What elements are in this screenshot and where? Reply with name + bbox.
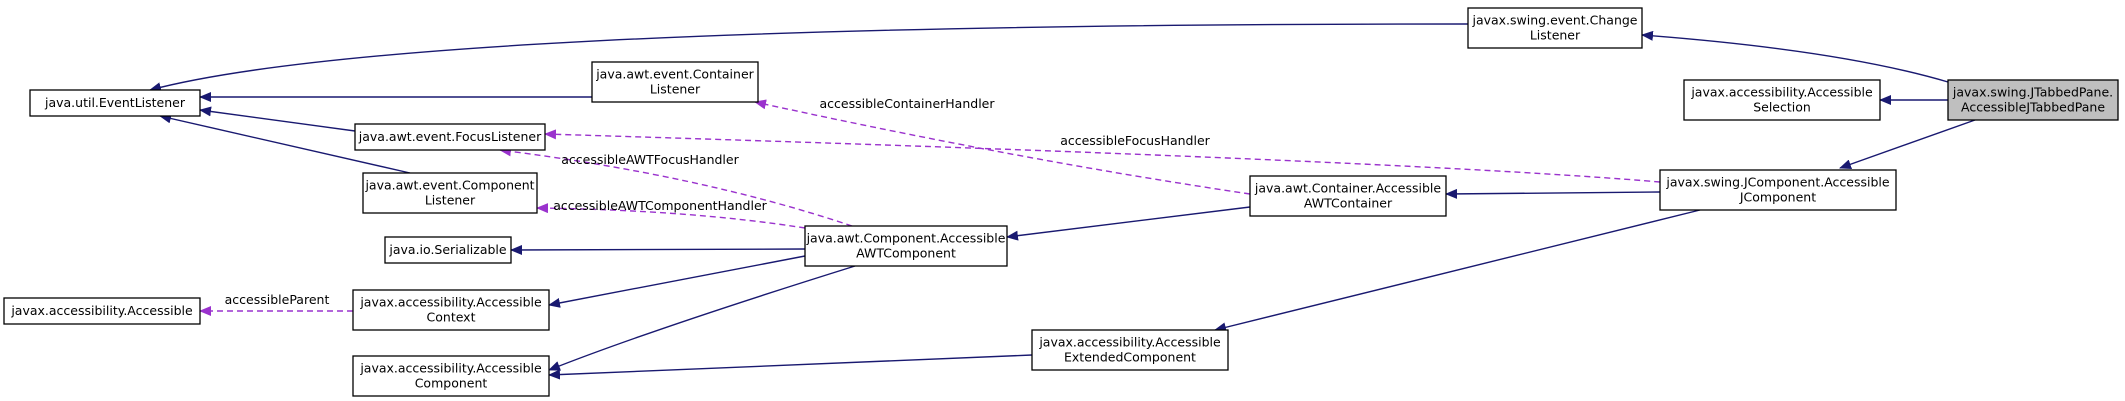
- edge-focuslistener-to-eventlistener: [199, 106, 356, 132]
- class-node-label-awtcontainer-1: AWTContainer: [1304, 196, 1393, 211]
- edge-label-accessibleContainerHandler: accessibleContainerHandler: [820, 96, 996, 111]
- class-node-label-serializable-0: java.io.Serializable: [388, 242, 507, 257]
- class-node-label-extendedcomponent-0: javax.accessibility.Accessible: [1038, 335, 1221, 350]
- edge-awtcomponent-to-componentlistener: [536, 203, 806, 229]
- class-node-box-accessiblecontext: [352, 289, 550, 331]
- class-node-label-accessiblecontext-0: javax.accessibility.Accessible: [359, 295, 542, 310]
- class-node-label-changelistener-1: Listener: [1530, 28, 1581, 43]
- class-node-box-changelistener: [1467, 7, 1643, 49]
- class-node-label-containerlistener-1: Listener: [650, 82, 701, 97]
- edge-componentlistener-to-eventlistener: [159, 113, 411, 174]
- edge-extendedcomponent-to-accessiblecomponent: [548, 354, 1033, 380]
- class-node-label-componentlistener-1: Listener: [425, 193, 476, 208]
- class-node-label-changelistener-0: javax.swing.event.Change: [1471, 13, 1637, 28]
- nodes-layer: javax.swing.JTabbedPane.AccessibleJTabbe…: [3, 7, 2119, 397]
- class-node-label-awtcontainer-0: java.awt.Container.Accessible: [1254, 181, 1442, 196]
- edge-awtcontainer-to-containerlistener: [754, 99, 1251, 195]
- class-node-label-awtcomponent-0: java.awt.Component.Accessible: [806, 231, 1006, 246]
- class-node-label-jcomponent-1: JComponent: [1739, 190, 1816, 205]
- class-node-focuslistener[interactable]: java.awt.event.FocusListener: [354, 123, 546, 151]
- class-node-label-focuslistener-0: java.awt.event.FocusListener: [358, 129, 542, 144]
- class-node-label-containerlistener-0: java.awt.event.Container: [595, 67, 754, 82]
- edge-changelistener-to-eventlistener: [149, 23, 1469, 93]
- class-node-box-accessible: [3, 297, 201, 325]
- class-node-extendedcomponent[interactable]: javax.accessibility.AccessibleExtendedCo…: [1031, 329, 1229, 371]
- class-node-box-awtcomponent: [804, 225, 1008, 267]
- class-node-label-accessiblecomponent-1: Component: [415, 376, 488, 391]
- class-node-box-accessiblecomponent: [352, 355, 550, 397]
- class-node-awtcomponent[interactable]: java.awt.Component.AccessibleAWTComponen…: [804, 225, 1008, 267]
- edge-awtcomponent-to-focuslistener: [499, 146, 853, 227]
- class-node-serializable[interactable]: java.io.Serializable: [384, 236, 512, 264]
- class-node-label-accessiblecomponent-0: javax.accessibility.Accessible: [359, 361, 542, 376]
- edge-awtcontainer-to-awtcomponent: [1006, 206, 1251, 241]
- class-node-label-componentlistener-0: java.awt.event.Component: [364, 178, 534, 193]
- class-node-label-extendedcomponent-1: ExtendedComponent: [1064, 350, 1196, 365]
- edge-awtcomponent-to-serializable: [510, 244, 806, 255]
- class-node-box-extendedcomponent: [1031, 329, 1229, 371]
- edge-awtcomponent-to-accessiblecomponent: [548, 265, 856, 371]
- class-node-box-jtabbed: [1947, 79, 2119, 121]
- class-node-box-focuslistener: [354, 123, 546, 151]
- class-node-box-jcomponent: [1659, 169, 1897, 211]
- class-node-jcomponent[interactable]: javax.swing.JComponent.AccessibleJCompon…: [1659, 169, 1897, 211]
- edges-layer: [149, 23, 1976, 380]
- edge-jtabbed-to-jcomponent: [1839, 119, 1976, 170]
- class-node-box-containerlistener: [591, 61, 759, 103]
- class-node-box-accessibleselection: [1683, 79, 1881, 121]
- edge-awtcomponent-to-accessiblecontext: [548, 255, 806, 308]
- edge-jcomponent-to-awtcontainer: [1445, 188, 1661, 199]
- class-node-label-jtabbed-0: javax.swing.JTabbedPane.: [1952, 85, 2113, 100]
- class-node-label-jcomponent-0: javax.swing.JComponent.Accessible: [1665, 175, 1890, 190]
- class-node-label-jtabbed-1: AccessibleJTabbedPane: [1961, 100, 2105, 115]
- edge-label-accessibleParent: accessibleParent: [225, 292, 330, 307]
- edge-label-accessibleAWTComponentHandler: accessibleAWTComponentHandler: [553, 198, 767, 213]
- class-node-eventlistener[interactable]: java.util.EventListener: [29, 89, 201, 117]
- class-node-label-accessible-0: javax.accessibility.Accessible: [10, 303, 193, 318]
- class-node-awtcontainer[interactable]: java.awt.Container.AccessibleAWTContaine…: [1249, 175, 1447, 217]
- class-node-box-componentlistener: [362, 172, 538, 214]
- class-node-box-serializable: [384, 236, 512, 264]
- edge-jcomponent-to-extendedcomponent: [1214, 209, 1701, 333]
- edge-label-accessibleFocusHandler: accessibleFocusHandler: [1060, 133, 1210, 148]
- class-node-box-awtcontainer: [1249, 175, 1447, 217]
- class-node-accessible[interactable]: javax.accessibility.Accessible: [3, 297, 201, 325]
- edge-labels-layer: accessibleContainerHandler accessibleFocu…: [225, 96, 1211, 307]
- class-node-box-eventlistener: [29, 89, 201, 117]
- class-node-label-eventlistener-0: java.util.EventListener: [44, 95, 186, 110]
- class-node-label-accessibleselection-0: javax.accessibility.Accessible: [1690, 85, 1873, 100]
- class-node-label-accessiblecontext-1: Context: [427, 310, 476, 325]
- class-node-label-accessibleselection-1: Selection: [1753, 100, 1811, 115]
- class-node-jtabbed[interactable]: javax.swing.JTabbedPane.AccessibleJTabbe…: [1947, 79, 2119, 121]
- edge-jtabbed-to-changelistener: [1641, 30, 1949, 83]
- edge-label-accessibleAWTFocusHandler: accessibleAWTFocusHandler: [561, 152, 739, 167]
- class-node-label-awtcomponent-1: AWTComponent: [856, 246, 956, 261]
